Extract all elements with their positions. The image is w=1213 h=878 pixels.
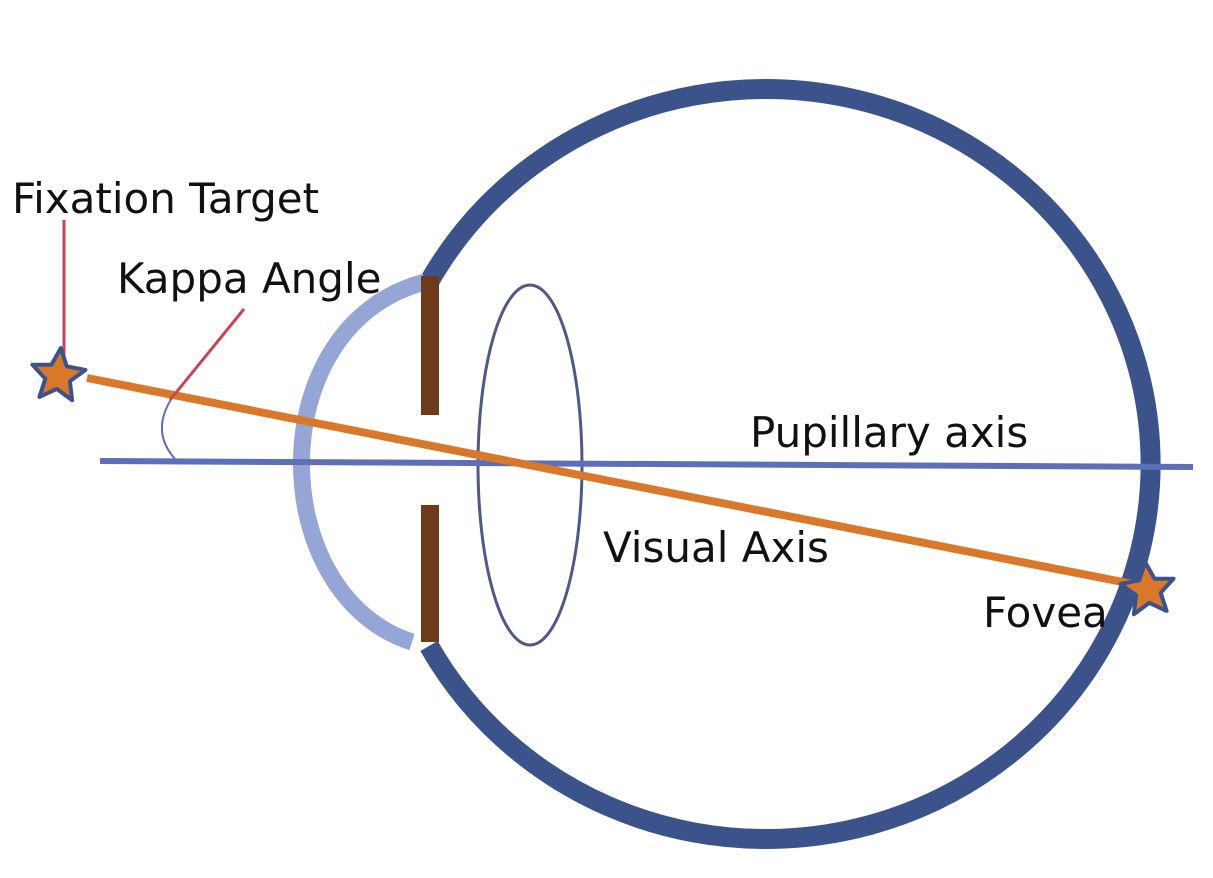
fovea-label: Fovea [983,588,1108,637]
visual-axis-line [86,374,1149,591]
fixation-target-label: Fixation Target [12,174,319,223]
pupillary-axis-line [99,458,1194,470]
kappa-angle-label: Kappa Angle [117,254,381,303]
fixation-target-star-icon [30,346,88,403]
pupillary-axis-label: Pupillary axis [750,408,1028,457]
visual-axis-label: Visual Axis [603,523,829,572]
kappa-angle-arc [160,397,177,461]
fovea-star-icon [1118,560,1176,617]
iris-upper [421,276,439,415]
kappa-angle-pointer [168,308,246,401]
iris-lower [421,505,439,642]
